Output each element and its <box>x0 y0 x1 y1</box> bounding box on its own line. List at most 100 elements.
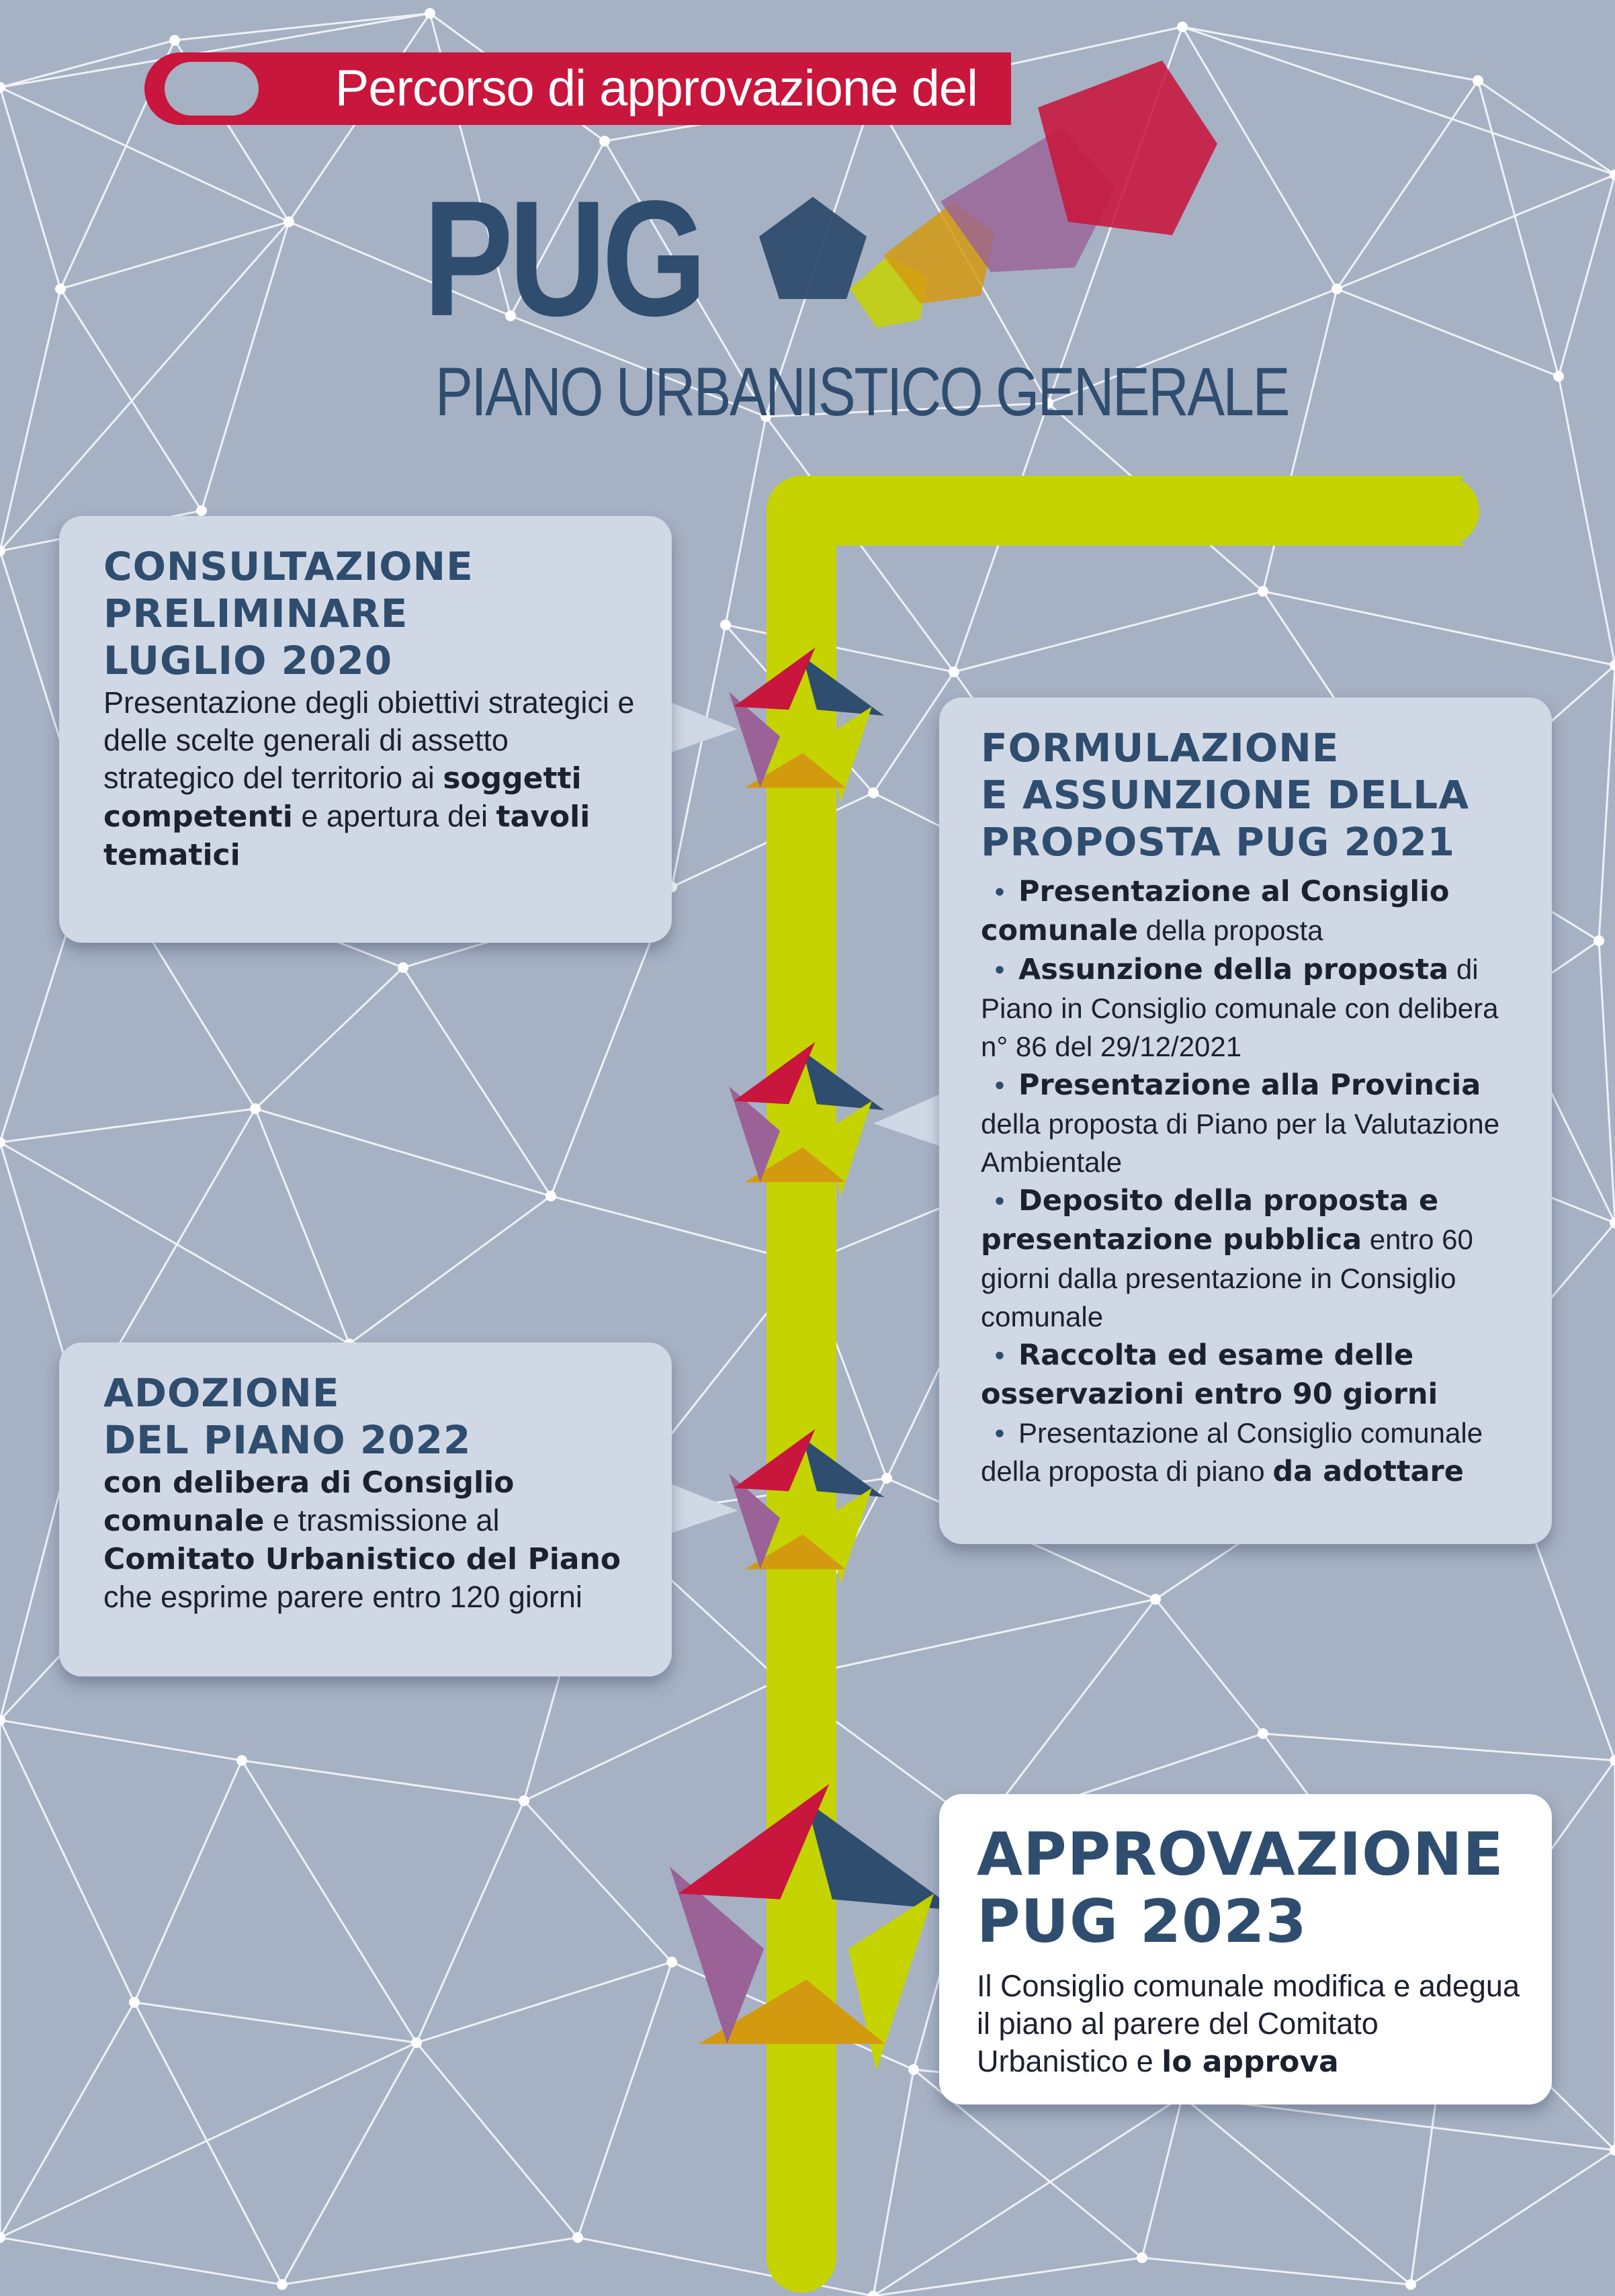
network-line <box>873 2256 1143 2296</box>
network-node <box>760 411 771 422</box>
network-line <box>576 1961 673 2238</box>
network-node <box>505 310 516 321</box>
network-line <box>254 966 404 1110</box>
network-line <box>0 12 431 89</box>
network-line <box>0 2041 417 2239</box>
network-line <box>1141 2256 1411 2286</box>
network-line <box>1047 288 1338 405</box>
marker-segment <box>734 647 816 710</box>
network-line <box>1336 173 1615 290</box>
network-line <box>288 220 511 317</box>
callout-pointer-3 <box>670 1484 738 1533</box>
network-node <box>129 1997 140 2008</box>
network-node <box>599 136 610 146</box>
network-line <box>765 402 1049 418</box>
network-node <box>1177 22 1188 32</box>
network-line <box>1182 2095 1615 2152</box>
network-node <box>236 1755 247 1766</box>
network-node <box>1043 398 1053 409</box>
network-line <box>1557 174 1615 377</box>
network-line <box>1336 288 1559 378</box>
marker-segment <box>803 656 885 716</box>
list-item: •Deposito della proposta e presentazione… <box>981 1184 1473 1332</box>
network-line <box>0 86 290 223</box>
network-line <box>174 12 431 42</box>
network-line <box>1262 590 1615 667</box>
step-description: Il Consiglio comunale modifica e adegua … <box>977 1969 1520 2079</box>
network-line <box>416 1961 672 2044</box>
network-node <box>398 962 408 973</box>
marker-segment <box>744 753 846 788</box>
network-line <box>241 1760 418 2043</box>
network-line <box>0 2002 136 2238</box>
network-line <box>873 2095 1183 2296</box>
marker-segment <box>803 1438 885 1498</box>
list-item: •Presentazione al Consiglio comunale del… <box>981 1417 1483 1488</box>
network-line <box>134 2001 417 2044</box>
marker-segment <box>734 1429 816 1492</box>
network-node <box>0 1137 5 1148</box>
marker-segment <box>825 1488 872 1584</box>
step-description: Presentazione degli obiettivi strategici… <box>103 685 635 872</box>
logo-pentagons <box>759 60 1217 328</box>
network-node <box>277 2279 288 2290</box>
step-card-approvazione: APPROVAZIONE PUG 2023 Il Consiglio comun… <box>939 1794 1552 2104</box>
network-line <box>241 1759 525 1802</box>
marker-segment <box>806 1801 957 1911</box>
network-node <box>868 2291 879 2296</box>
list-item: •Assunzione della proposta di Piano in C… <box>981 953 1499 1062</box>
network-line <box>0 1719 136 2003</box>
timeline-marker-3 <box>729 1429 885 1584</box>
logo-pentagon-crimson <box>1038 60 1217 235</box>
network-node <box>250 1103 261 1114</box>
network-line <box>603 140 767 417</box>
network-line <box>724 416 767 626</box>
network-node <box>949 667 959 677</box>
network-node <box>1137 2252 1147 2263</box>
network-node <box>411 2037 422 2048</box>
network-node <box>908 2064 919 2075</box>
marker-segment <box>744 1534 846 1570</box>
network-node <box>868 788 879 798</box>
network-line <box>255 1107 552 1197</box>
network-node <box>720 620 731 630</box>
network-line <box>1598 665 1615 941</box>
network-line <box>0 288 62 552</box>
network-node <box>1610 169 1615 180</box>
network-node <box>0 1715 5 1726</box>
network-line <box>0 221 290 552</box>
network-line <box>953 590 1264 673</box>
step-title: ADOZIONE DEL PIANO 2022 <box>103 1370 472 1463</box>
network-node <box>0 82 5 93</box>
network-line <box>0 1719 243 1762</box>
network-line <box>60 220 290 290</box>
timeline-marker-4 <box>669 1784 957 2072</box>
step-card-adozione: ADOZIONE DEL PIANO 2022 con delibera di … <box>59 1343 672 1676</box>
network-line <box>281 2236 578 2286</box>
step-bullet-list: •Presentazione al Consiglio comunale del… <box>981 872 1532 1491</box>
network-node <box>545 1191 556 1201</box>
network-line <box>0 1107 256 1144</box>
network-line <box>1410 2149 1615 2286</box>
logo-acronym: PUG <box>423 166 707 350</box>
network-node <box>1553 371 1564 382</box>
network-node <box>1405 2279 1416 2290</box>
network-line <box>200 221 290 511</box>
network-node <box>1594 935 1604 946</box>
network-node <box>169 35 180 46</box>
network-line <box>779 1598 1156 1681</box>
network-line <box>979 1599 1157 1828</box>
network-node <box>1610 2145 1615 2156</box>
network-line <box>577 2236 874 2296</box>
network-line <box>0 2236 283 2286</box>
marker-segment <box>699 1980 885 2044</box>
step-title: APPROVAZIONE PUG 2023 <box>977 1820 1504 1956</box>
network-node <box>55 284 66 294</box>
logo-full-name: PIANO URBANISTICO GENERALE <box>435 353 1290 430</box>
network-line <box>1557 376 1615 666</box>
network-node <box>1258 586 1268 597</box>
network-line <box>510 314 767 418</box>
network-line <box>523 1678 780 1802</box>
title-banner: Percorso di approvazione del <box>144 52 1011 125</box>
timeline-marker-2 <box>729 1041 885 1197</box>
